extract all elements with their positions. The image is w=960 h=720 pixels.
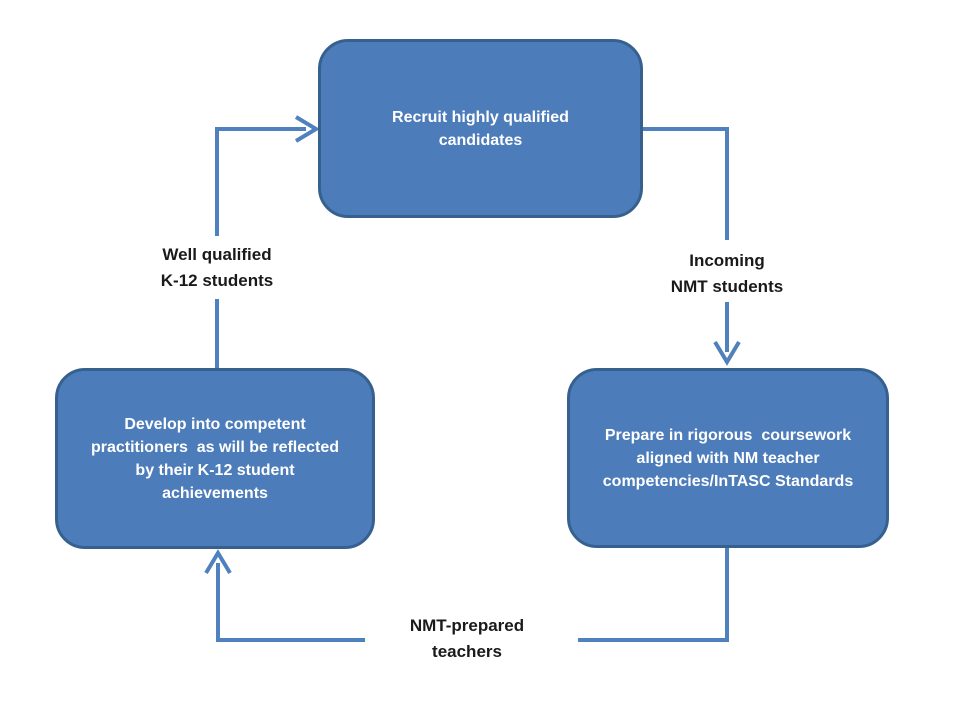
node-text-line: aligned with NM teacher xyxy=(636,449,820,467)
node-text-line: competencies/InTASC Standards xyxy=(602,472,854,490)
edge-label-nmt-prepared: NMT-prepared teachers xyxy=(367,613,567,665)
node-text-line: Develop into competent xyxy=(124,415,306,433)
edge-label-line: NMT-prepared xyxy=(409,616,525,635)
node-prepare: Prepare in rigorous coursework aligned w… xyxy=(567,368,889,548)
connector-line xyxy=(216,548,729,642)
node-text-line: Prepare in rigorous coursework xyxy=(604,426,852,444)
arrowhead-up-icon xyxy=(204,549,232,575)
connector-line xyxy=(215,127,306,368)
connector-develop-to-recruit xyxy=(215,115,320,368)
edge-label-incoming: Incoming NMT students xyxy=(627,248,827,300)
node-text-line: candidates xyxy=(438,131,523,149)
arrowhead-down-icon xyxy=(713,340,741,366)
node-text-line: Recruit highly qualified xyxy=(392,108,569,126)
connector-recruit-to-prepare xyxy=(643,127,741,366)
arrowhead-right-icon xyxy=(294,115,320,143)
edge-label-line: NMT students xyxy=(670,277,784,296)
edge-label-line: Well qualified xyxy=(162,245,272,264)
node-text-line: practitioners as will be reflected xyxy=(90,438,340,456)
node-text-line: achievements xyxy=(162,484,268,502)
edge-label-line: Incoming xyxy=(689,251,765,270)
connector-line xyxy=(643,127,729,352)
node-recruit: Recruit highly qualified candidates xyxy=(318,39,643,218)
node-text-line: by their K-12 student xyxy=(135,461,295,479)
edge-label-well-qualified: Well qualified K-12 students xyxy=(117,242,317,294)
node-develop: Develop into competent practitioners as … xyxy=(55,368,375,549)
edge-label-line: teachers xyxy=(432,642,502,661)
connector-prepare-to-develop xyxy=(204,548,729,642)
edge-label-line: K-12 students xyxy=(160,271,274,290)
